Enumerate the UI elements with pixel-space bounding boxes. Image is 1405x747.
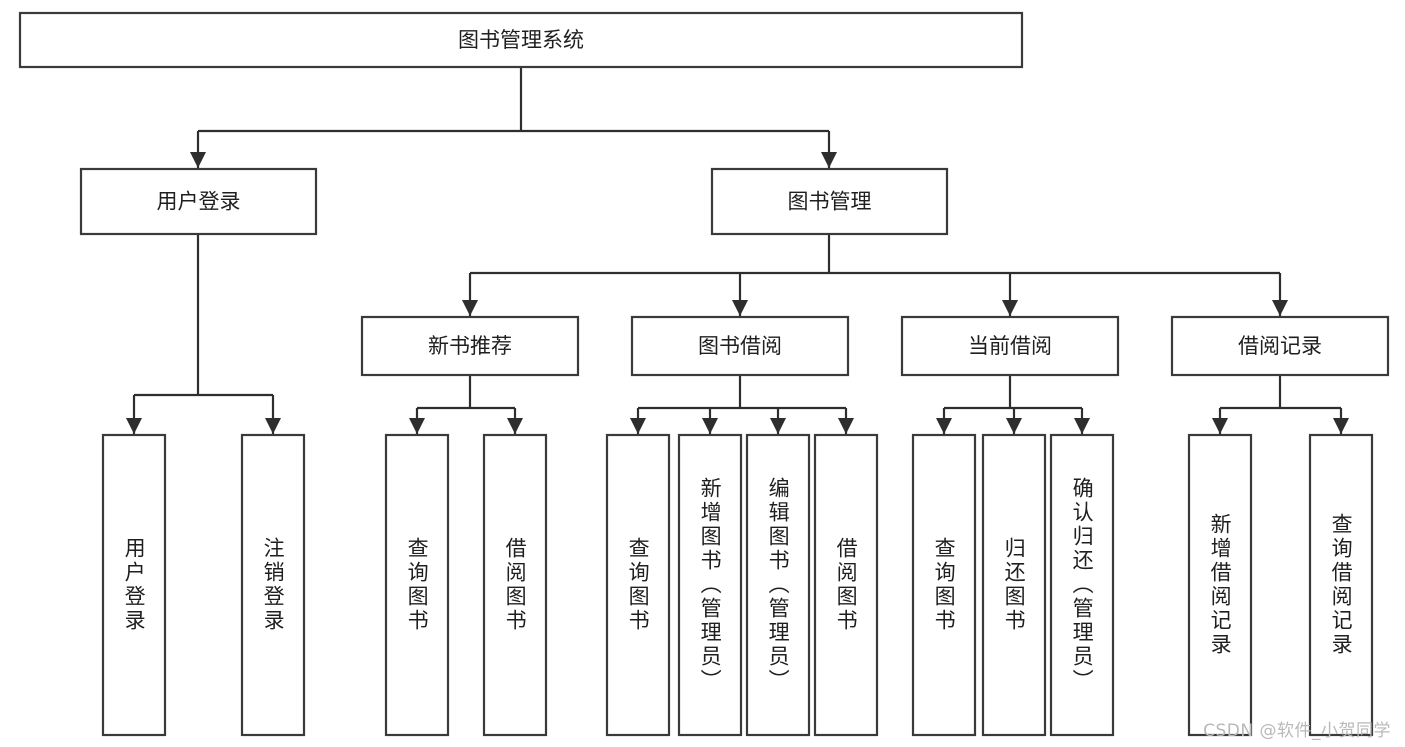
arrow-head-icon [126,418,142,434]
node-leaf-9[interactable] [981,433,1047,737]
node-leaf-12[interactable] [1308,433,1374,737]
arrow-head-icon [630,418,646,434]
node-leaf-11[interactable] [1187,433,1253,737]
arrow-head-icon [1006,418,1022,434]
arrow-head-icon [1212,418,1228,434]
arrow-head-icon [702,418,718,434]
node-level3-label-0: 新书推荐 [428,334,512,358]
arrow-head-icon [821,152,837,168]
node-level3-label-1: 图书借阅 [698,334,782,358]
node-level3-label-2: 当前借阅 [968,334,1052,358]
node-level2-1[interactable] [710,167,949,236]
node-level3-0[interactable] [360,315,580,377]
arrow-head-icon [1002,300,1018,316]
arrow-head-icon [190,152,206,168]
node-leaf-0[interactable] [101,433,167,737]
node-level3-2[interactable] [900,315,1120,377]
arrow-head-icon [770,418,786,434]
arrow-head-icon [838,418,854,434]
node-leaf-5[interactable] [677,433,743,737]
node-leaf-3[interactable] [482,433,548,737]
node-leaf-1[interactable] [240,433,306,737]
arrow-head-icon [1333,418,1349,434]
node-leaf-8[interactable] [911,433,977,737]
node-leaf-4[interactable] [605,433,671,737]
node-level2-label-0: 用户登录 [157,190,241,214]
arrow-head-icon [409,418,425,434]
node-root[interactable] [18,11,1024,69]
node-level2-label-1: 图书管理 [788,190,872,214]
csdn-watermark: CSDN @软件_小贺同学 [1203,721,1391,741]
node-leaf-7[interactable] [813,433,879,737]
node-level3-3[interactable] [1170,315,1390,377]
arrow-head-icon [265,418,281,434]
arrow-head-icon [1074,418,1090,434]
arrow-head-icon [936,418,952,434]
arrow-head-icon [1272,300,1288,316]
node-leaf-10[interactable] [1049,433,1115,737]
arrow-head-icon [462,300,478,316]
arrow-head-icon [507,418,523,434]
node-root-label: 图书管理系统 [458,28,584,52]
node-leaf-6[interactable] [745,433,811,737]
node-level2-0[interactable] [79,167,318,236]
node-level3-label-3: 借阅记录 [1238,334,1322,358]
node-level3-1[interactable] [630,315,850,377]
arrow-head-icon [732,300,748,316]
node-leaf-2[interactable] [384,433,450,737]
